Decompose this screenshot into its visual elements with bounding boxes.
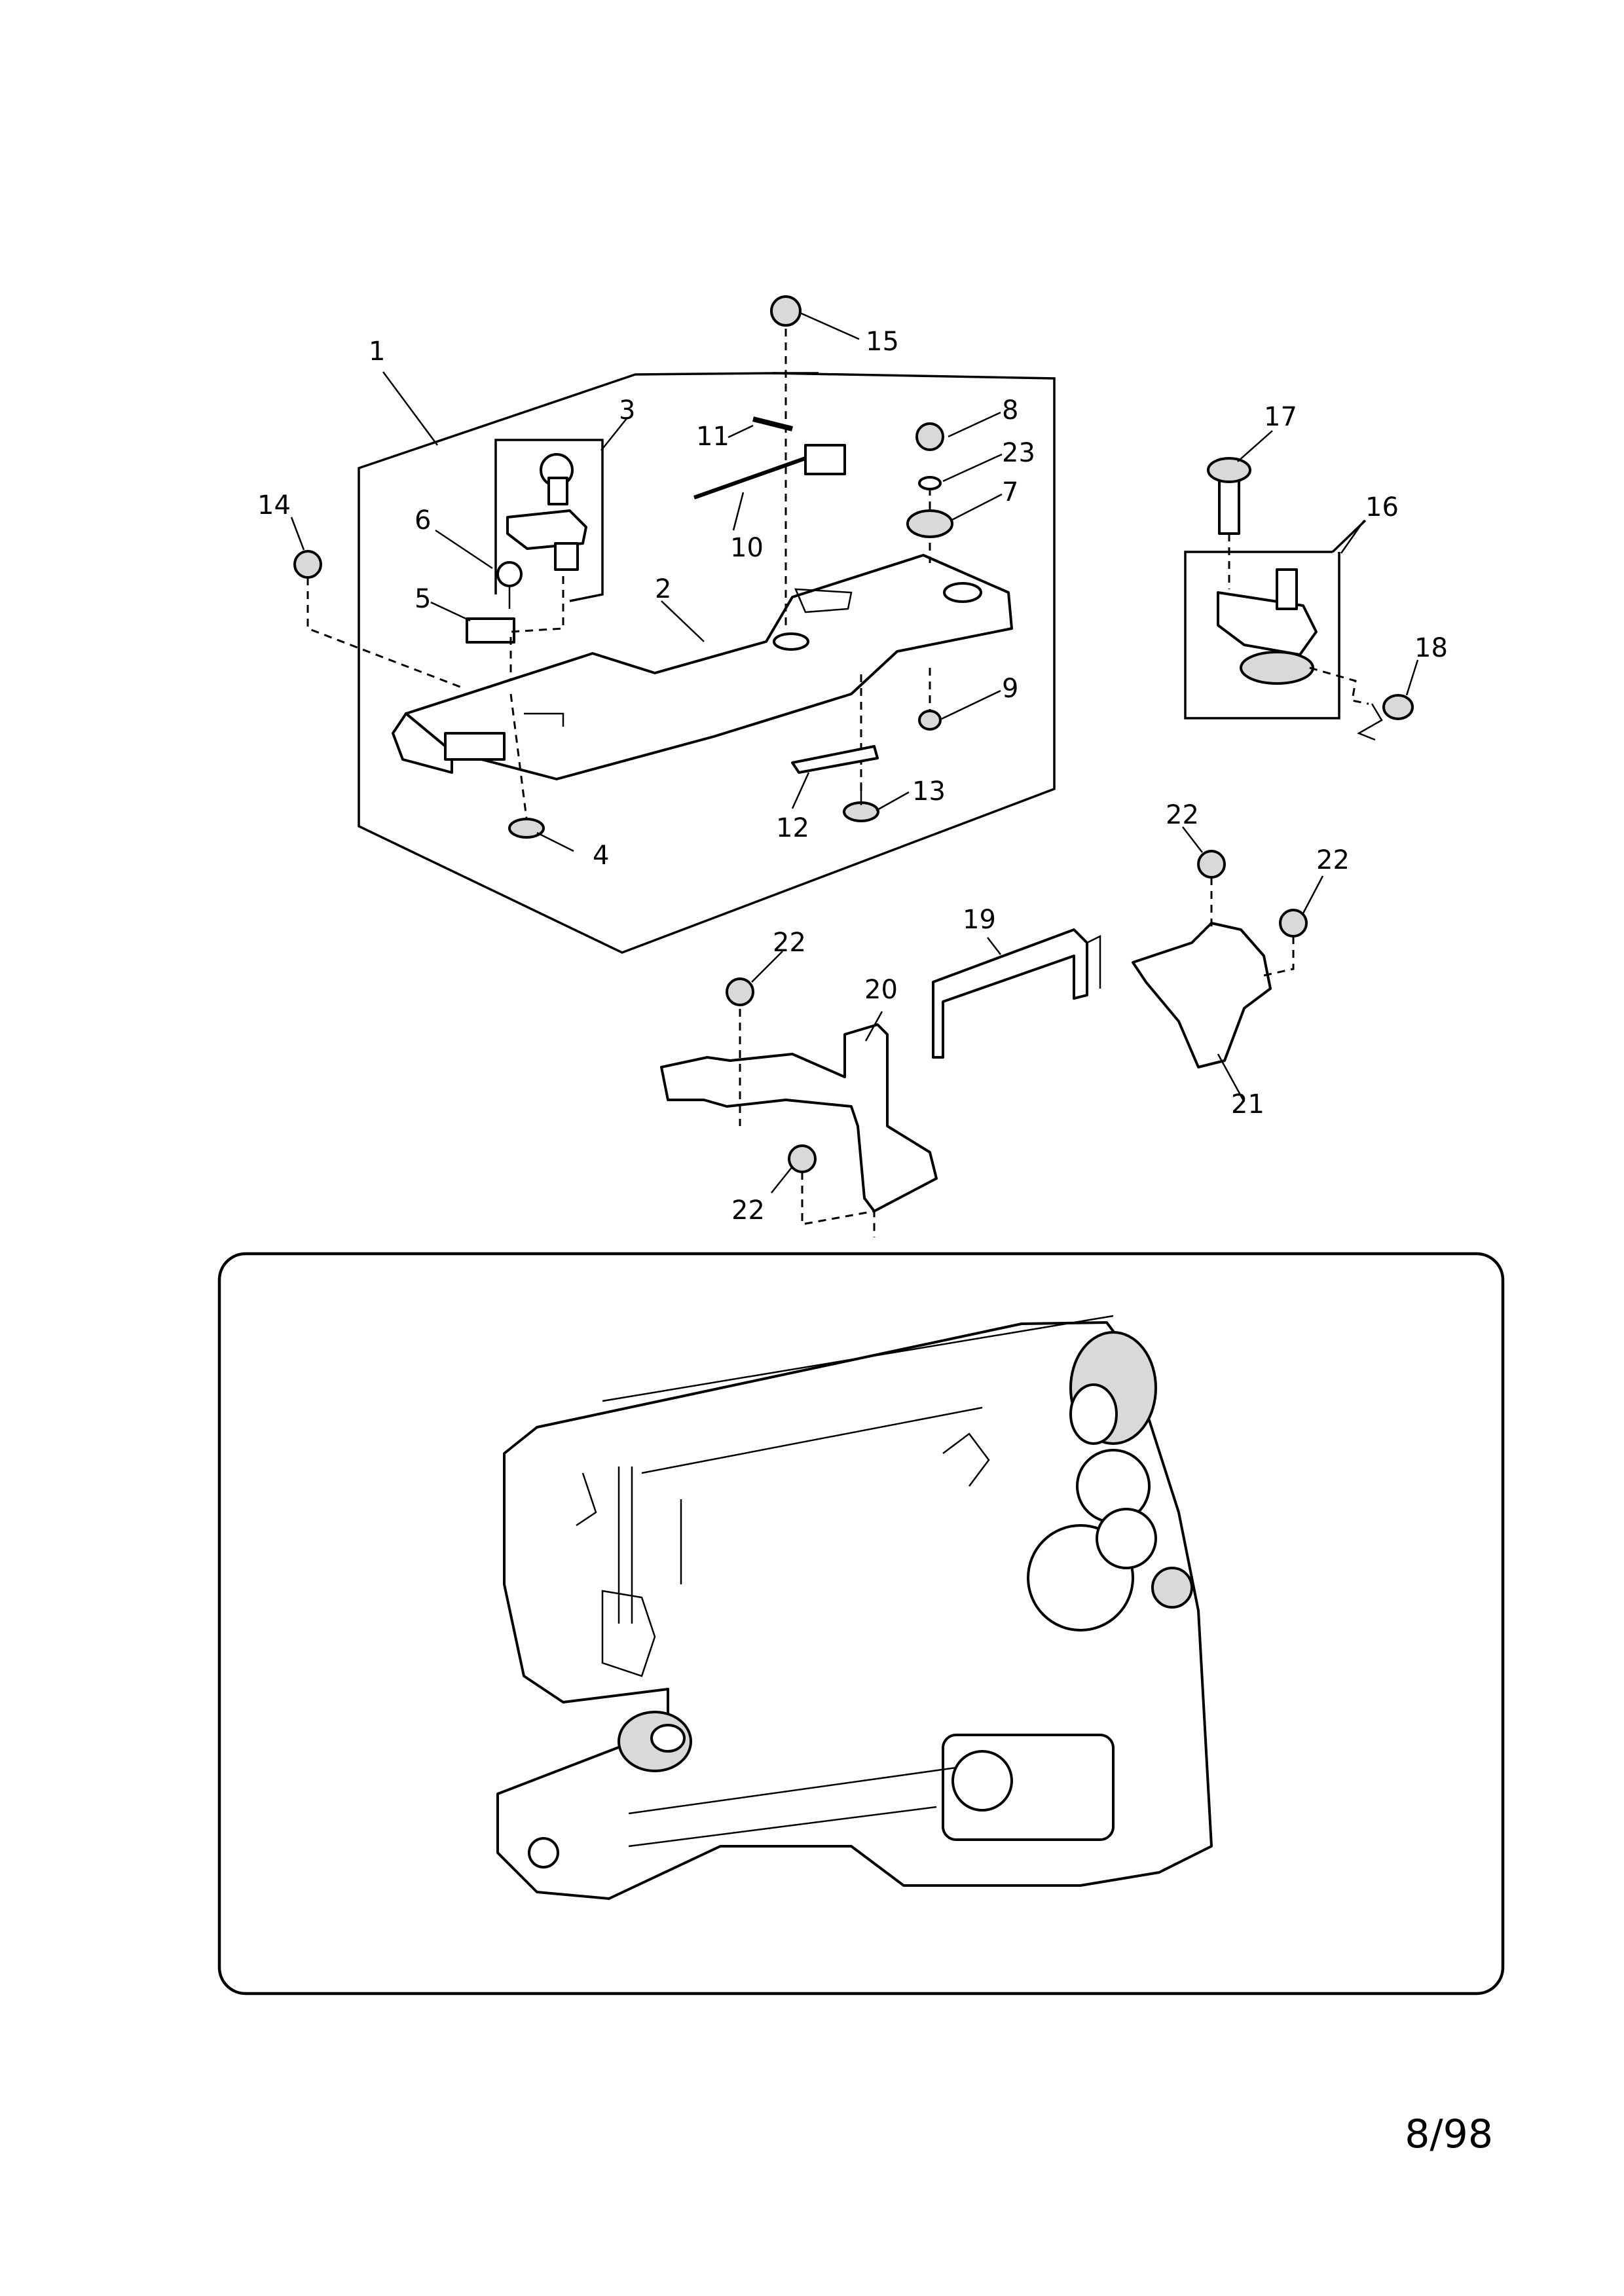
callout-labels: 1 2 3 4 5 6 7 8 9 10 11 12 13 14 15 16 1…	[257, 327, 1448, 1226]
callout-22-c: 22	[773, 928, 806, 958]
part-20-bracket	[660, 977, 938, 1237]
callout-4: 4	[593, 841, 609, 871]
part-16-group	[1184, 457, 1369, 720]
callout-21: 21	[1231, 1089, 1264, 1120]
page-number: 8/98	[1405, 2111, 1493, 2157]
part-10-11-shaft	[693, 416, 846, 500]
callout-8: 8	[1002, 395, 1018, 426]
callout-22-a: 22	[1166, 800, 1199, 830]
callout-18: 18	[1414, 633, 1448, 663]
callout-6: 6	[415, 505, 431, 536]
part-5-6	[466, 561, 523, 644]
callout-22-d: 22	[731, 1195, 765, 1226]
callout-2: 2	[655, 574, 671, 604]
callout-7: 7	[1002, 477, 1018, 507]
callout-17: 17	[1264, 402, 1297, 432]
callout-22-b: 22	[1316, 845, 1350, 875]
parts-7-8-9-23	[906, 422, 953, 731]
callout-9: 9	[1002, 674, 1018, 704]
part-18-spring	[1357, 694, 1414, 741]
screws-14-15	[293, 295, 802, 579]
callout-14: 14	[257, 490, 291, 520]
callout-16: 16	[1365, 492, 1399, 522]
assembly-1-enclosure	[358, 372, 1056, 954]
callout-10: 10	[730, 533, 764, 563]
callout-19: 19	[963, 905, 996, 935]
callout-23: 23	[1002, 438, 1035, 468]
callout-3: 3	[619, 395, 635, 426]
part-3-group	[494, 439, 604, 602]
leader-lines	[290, 312, 1419, 1194]
callout-1: 1	[369, 337, 385, 367]
part-21-bracket	[1132, 850, 1308, 1068]
callout-12: 12	[776, 813, 809, 843]
callout-15: 15	[866, 327, 899, 357]
sewing-machine-illustration	[217, 1252, 1505, 1995]
part-4-washer	[508, 818, 545, 839]
callout-11: 11	[696, 422, 729, 452]
callout-5: 5	[415, 584, 431, 614]
part-12-13	[791, 745, 879, 822]
part-2-base-plate	[392, 554, 1013, 780]
callout-13: 13	[912, 776, 946, 807]
part-19-frame	[932, 928, 1101, 1059]
callout-20: 20	[864, 975, 898, 1005]
